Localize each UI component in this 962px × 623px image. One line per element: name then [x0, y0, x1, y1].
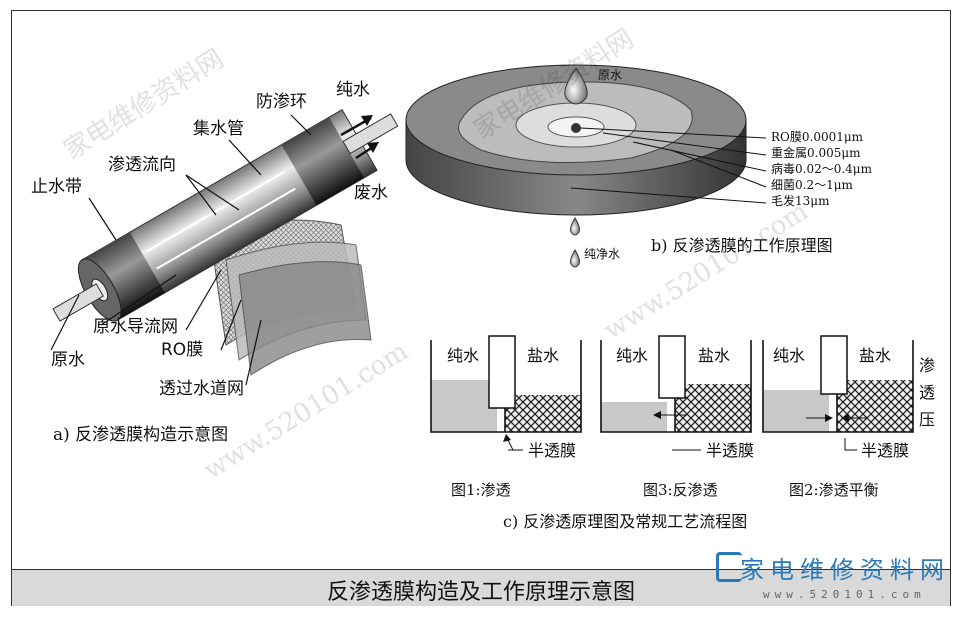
footer-bar: 反渗透膜构造及工作原理示意图: [12, 569, 950, 606]
raw-water-pipe: [52, 283, 104, 322]
ro-element-illustration: 纯水 防渗环 集水管 渗透流向 止水带 废水 原水导流网 RO膜 原水 透过水道…: [31, 80, 399, 445]
scale-metal: 重金属0.005μm: [771, 145, 861, 160]
tank3-membrane: 半透膜: [706, 441, 754, 460]
tank3-salt: 盐水: [698, 346, 730, 365]
ro-principle-disk: 原水 纯净水 RO膜0.0001μm 重金属0.005μm 病毒0.02～0.4…: [405, 64, 873, 268]
anti-seepage-ring: [281, 117, 365, 206]
tank-fig2: 纯水 盐水 半透膜 渗 透 压: [762, 335, 935, 460]
label-permeate-direction: 渗透流向: [108, 155, 176, 175]
caption-a: a) 反渗透膜构造示意图: [53, 425, 228, 445]
label-pure-water: 纯水: [336, 80, 370, 100]
scale-virus: 病毒0.02～0.4μm: [771, 161, 873, 176]
label-ro-membrane: RO膜: [161, 340, 203, 360]
osmotic-pressure-3: 压: [919, 410, 935, 429]
watermark-url: www.520101.com: [199, 336, 414, 486]
osmotic-pressure-1: 渗: [919, 356, 935, 375]
tank2-membrane: 半透膜: [861, 441, 909, 460]
pure-water-pipe: [342, 113, 399, 155]
tank-fig1: 纯水 盐水 半透膜: [430, 335, 582, 460]
scale-leaders: [570, 127, 767, 204]
leader-lines: [50, 114, 312, 386]
membrane-sheet: [238, 261, 372, 376]
logo-icon: [716, 552, 742, 582]
label-raw-water: 原水: [51, 350, 85, 370]
tank1-pure: 纯水: [447, 346, 479, 365]
pure-water-drop: [570, 249, 580, 268]
fig3-label: 图3:反渗透: [643, 481, 718, 499]
label-raw-water-b: 原水: [598, 68, 622, 82]
figure-canvas: 纯水 防渗环 集水管 渗透流向 止水带 废水 原水导流网 RO膜 原水 透过水道…: [31, 24, 935, 531]
tank3-pure: 纯水: [616, 346, 648, 365]
watermark-url: www.520101.com: [599, 196, 814, 346]
tank2-salt: 盐水: [859, 346, 891, 365]
scale-hair: 毛发13μm: [771, 193, 830, 208]
label-pure-water-b: 纯净水: [584, 247, 620, 261]
water-stop-band: [82, 232, 165, 321]
site-logo: 家电维修资料网: [740, 556, 950, 584]
tank-fig3: 纯水 盐水 半透膜: [600, 335, 754, 460]
fig2-label: 图2:渗透平衡: [789, 481, 879, 499]
label-waste-water: 废水: [354, 183, 388, 203]
label-anti-seepage-ring: 防渗环: [256, 92, 307, 112]
tank2-pure: 纯水: [773, 346, 805, 365]
label-raw-water-guide-net: 原水导流网: [93, 317, 178, 337]
label-collection-pipe: 集水管: [193, 119, 244, 139]
site-url: www.520101.com: [763, 588, 926, 601]
caption-b: b) 反渗透膜的工作原理图: [651, 236, 833, 255]
osmotic-pressure-2: 透: [919, 383, 935, 402]
fig1-label: 图1:渗透: [451, 481, 511, 499]
watermark-text: 家电维修资料网: [59, 44, 229, 166]
waste-water-arrow: [367, 142, 379, 153]
pure-water-drop: [570, 217, 580, 236]
tank1-salt: 盐水: [527, 346, 559, 365]
osmosis-tanks: 纯水 盐水 半透膜 纯水 盐水 半透膜 纯水: [430, 335, 935, 531]
caption-c: c) 反渗透原理图及常规工艺流程图: [503, 512, 747, 531]
disk-center-ro: [571, 123, 581, 133]
label-water-stop-band: 止水带: [31, 177, 82, 197]
tank1-membrane: 半透膜: [528, 441, 576, 460]
footer-title: 反渗透膜构造及工作原理示意图: [326, 580, 635, 605]
raw-water-drop: [564, 67, 588, 105]
label-permeate-channel-net: 透过水道网: [159, 379, 244, 399]
scale-bacteria: 细菌0.2～1μm: [771, 178, 854, 192]
scale-ro: RO膜0.0001μm: [771, 130, 864, 144]
